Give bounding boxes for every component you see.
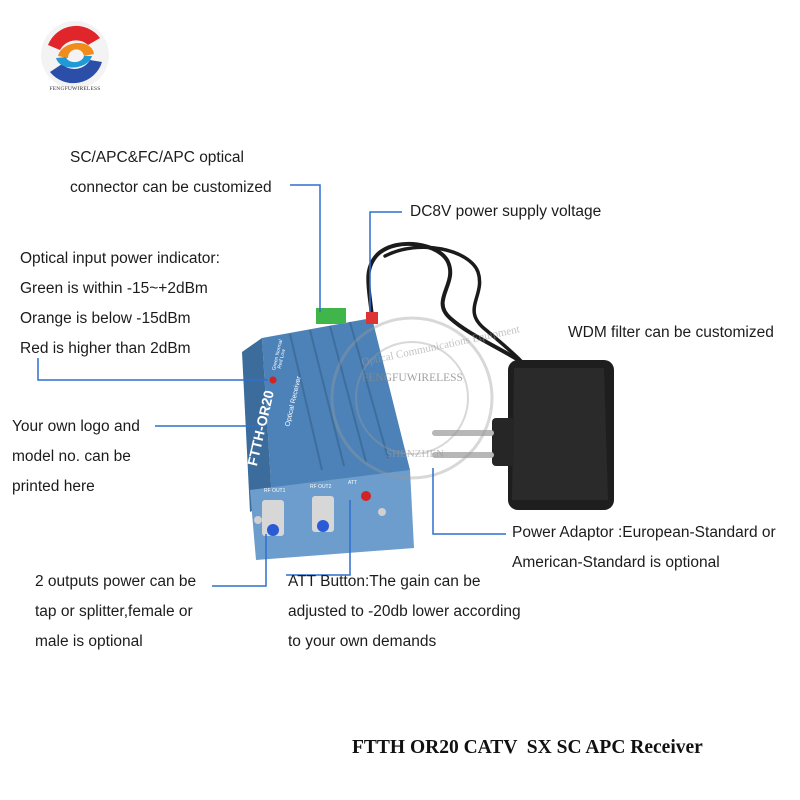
optical-receiver-device [242,308,414,560]
power-indicator-led [269,376,277,384]
callout-indicator-line-3: Orange is below -15dBm [20,310,191,327]
callout-att-line-3: to your own demands [288,633,437,650]
callout-outputs-line-3: male is optional [35,633,143,650]
callout-indicator-line-4: Red is higher than 2dBm [20,340,191,357]
callout-adaptor-line-1: Power Adaptor :European-Standard or [512,524,776,541]
callout-adaptor-line-2: American-Standard is optional [512,554,720,571]
watermark-bottom-text: SHENZHEN [386,448,445,460]
callout-outputs-line-1: 2 outputs power can be [35,573,197,590]
rf-out1-port [262,500,284,536]
callout-att-line-2: adjusted to -20db lower according [288,603,521,620]
callout-logo-line-3: printed here [12,478,95,495]
callout-logo: Your own logo and model no. can be print… [12,412,140,502]
callout-wdm-line-1: WDM filter can be customized [568,324,774,341]
callout-att-line-1: ATT Button:The gain can be [288,573,481,590]
device-att-label: ATT [348,480,358,486]
watermark-seal [330,316,494,480]
att-button [361,491,371,501]
callout-adaptor: Power Adaptor :European-Standard or Amer… [512,518,776,578]
leader-lines [37,184,506,587]
brand-logo [41,21,109,89]
callout-outputs: 2 outputs power can be tap or splitter,f… [35,567,196,657]
callout-outputs-line-2: tap or splitter,female or [35,603,193,620]
callout-connector: SC/APC&FC/APC optical connector can be c… [70,143,272,203]
callout-indicator-line-1: Optical input power indicator: [20,250,220,267]
callout-power-supply: DC8V power supply voltage [410,197,601,227]
product-caption: FTTH OR20 CATV SX SC APC Receiver [352,737,703,758]
callout-connector-line-2: connector can be customized [70,179,272,196]
dc-jack [366,312,378,324]
callout-connector-line-1: SC/APC&FC/APC optical [70,149,244,166]
callout-att: ATT Button:The gain can be adjusted to -… [288,567,521,657]
device-port-label-2: RF OUT2 [310,484,332,490]
power-adaptor [432,360,614,510]
rf-out2-port [312,496,334,532]
callout-power-supply-line-1: DC8V power supply voltage [410,203,602,220]
callout-indicator: Optical input power indicator: Green is … [20,244,220,364]
device-port-label-1: RF OUT1 [264,488,286,494]
callout-logo-line-2: model no. can be [12,448,131,465]
callout-indicator-line-2: Green is within -15~+2dBm [20,280,208,297]
logo-text: FENGFUWIRELESS [49,86,101,92]
optical-connector [316,308,346,324]
callout-wdm: WDM filter can be customized [568,318,774,348]
callout-logo-line-1: Your own logo and [12,418,140,435]
watermark-center-text: FENGFUWIRELESS [362,372,463,384]
